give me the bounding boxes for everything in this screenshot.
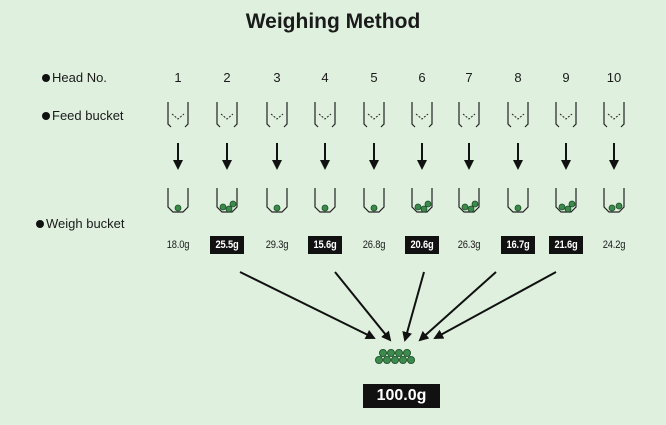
weigh-bucket [167, 188, 189, 213]
head-number: 8 [514, 70, 522, 85]
product-piece [564, 205, 572, 213]
head-number: 1 [174, 70, 182, 85]
head-number: 3 [273, 70, 281, 85]
feed-bucket-gate [318, 113, 332, 120]
feed-bucket [266, 102, 288, 128]
feed-bucket-label: Feed bucket [42, 108, 124, 123]
head-number: 2 [223, 70, 231, 85]
feed-bucket [167, 102, 189, 128]
bullet-icon [36, 219, 44, 228]
product-piece [219, 203, 227, 211]
feed-bucket-gate [270, 113, 284, 120]
weight-value: 26.8g [362, 239, 386, 251]
product-piece [568, 200, 576, 208]
feed-bucket-gate [462, 113, 476, 120]
product-piece [174, 204, 182, 212]
weigh-bucket [603, 188, 625, 213]
weigh-bucket-label: Weigh bucket [36, 216, 125, 231]
combined-product-piece [386, 348, 395, 357]
product-piece [225, 205, 233, 213]
product-piece [414, 203, 422, 211]
combined-product-piece [398, 355, 407, 364]
weight-value: 26.3g [457, 239, 481, 251]
weigh-bucket [555, 188, 577, 213]
head-number: 10 [606, 70, 622, 85]
weigh-bucket [363, 188, 385, 213]
feed-bucket [507, 102, 529, 128]
product-piece [471, 200, 479, 208]
selected-weight-value: 20.6g [405, 236, 439, 254]
bullet-icon [42, 73, 50, 82]
combination-arrow [433, 271, 557, 339]
feed-bucket [363, 102, 385, 128]
product-piece [321, 204, 329, 212]
combined-product-piece [378, 348, 387, 357]
selected-weight-value: 15.6g [308, 236, 342, 254]
feed-bucket [555, 102, 577, 128]
selected-weight-value: 16.7g [501, 236, 535, 254]
weigh-bucket [266, 188, 288, 213]
feed-bucket [411, 102, 433, 128]
combined-product-piece [394, 348, 403, 357]
combined-product-piece [382, 355, 391, 364]
feed-bucket [603, 102, 625, 128]
selected-weight-value: 21.6g [549, 236, 583, 254]
weight-value: 24.2g [602, 239, 626, 251]
combined-product-piece [374, 355, 383, 364]
feed-bucket-gate [367, 113, 381, 120]
weigh-bucket [411, 188, 433, 213]
selected-weight-value: 25.5g [210, 236, 244, 254]
feed-bucket-gate [415, 113, 429, 120]
product-piece [558, 203, 566, 211]
weigh-bucket [458, 188, 480, 213]
product-piece [229, 200, 237, 208]
total-weight-badge: 100.0g [363, 384, 440, 408]
page-title: Weighing Method [245, 10, 421, 33]
product-piece [608, 204, 616, 212]
product-piece [424, 200, 432, 208]
feed-bucket [216, 102, 238, 128]
combination-arrow [239, 271, 376, 339]
feed-bucket-gate [220, 113, 234, 120]
head-number: 9 [562, 70, 570, 85]
combined-product-piece [390, 355, 399, 364]
product-piece [467, 205, 475, 213]
feed-bucket-gate [171, 113, 185, 120]
product-piece [615, 202, 623, 210]
product-piece [273, 204, 281, 212]
head-number: 4 [321, 70, 329, 85]
head-number: 7 [465, 70, 473, 85]
combination-arrow [334, 271, 392, 342]
feed-bucket-gate [511, 113, 525, 120]
product-piece [461, 203, 469, 211]
head-number: 6 [418, 70, 426, 85]
weight-value: 18.0g [166, 239, 190, 251]
weigh-bucket [507, 188, 529, 213]
weight-value: 29.3g [265, 239, 289, 251]
weigh-bucket [314, 188, 336, 213]
combination-arrow [402, 271, 425, 342]
combined-product-piece [402, 348, 411, 357]
feed-bucket-gate [607, 113, 621, 120]
combination-arrow [418, 271, 497, 342]
feed-bucket [458, 102, 480, 128]
weigh-bucket [216, 188, 238, 213]
combined-product-piece [406, 355, 415, 364]
head-number: 5 [370, 70, 378, 85]
feed-bucket-gate [559, 113, 573, 120]
product-piece [420, 205, 428, 213]
product-piece [370, 204, 378, 212]
head-no-label: Head No. [42, 70, 107, 85]
bullet-icon [42, 111, 50, 120]
product-piece [514, 204, 522, 212]
feed-bucket [314, 102, 336, 128]
